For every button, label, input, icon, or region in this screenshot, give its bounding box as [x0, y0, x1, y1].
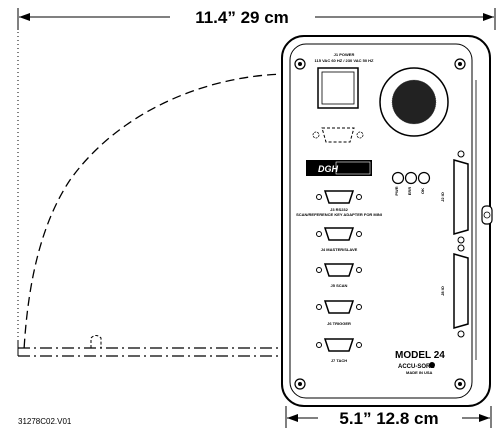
open-door-profile [17, 335, 293, 357]
db9-connector-j4 [316, 227, 362, 241]
door-swing-arc [23, 73, 291, 351]
corner-screw [454, 378, 466, 390]
power-connector [317, 67, 359, 109]
side-connector-label: J8 IO [440, 286, 445, 296]
power-label: J1 POWER [334, 52, 355, 57]
port-label: J5 SCAN [331, 283, 348, 288]
db9-connector-j6 [316, 300, 362, 314]
db9-connector-j5 [316, 263, 362, 277]
dashed-port [312, 127, 364, 143]
width-dimension: 11.4” 29 cm [17, 8, 496, 30]
port-label: J6 TRIGGER [327, 321, 351, 326]
port-label: J4 MASTER/SLAVE [321, 247, 358, 252]
db9-connector-j3 [316, 190, 362, 204]
brand-logo: DGH [306, 160, 372, 176]
model-name: MODEL 24 [395, 350, 445, 361]
depth-dimension-label: 5.1” 12.8 cm [339, 409, 438, 428]
port-label: J7 TACH [331, 358, 347, 363]
db9-connector-j7 [316, 338, 362, 352]
large-connector-lower: J8 IO [440, 244, 469, 338]
width-dimension-label: 11.4” 29 cm [195, 8, 289, 27]
indicator-label: PWR [394, 186, 399, 195]
corner-screw [294, 58, 306, 70]
indicator-label: OK [420, 188, 425, 194]
depth-dimension: 5.1” 12.8 cm [285, 406, 492, 428]
power-sublabel: 115 VAC 60 HZ / 230 VAC 50 HZ [315, 58, 375, 63]
indicator-label: ERR [407, 187, 412, 196]
port-sublabel: SCAN/REFERENCE KEY ADAPTER FOR MINI [296, 212, 382, 217]
brand-logo-text: DGH [318, 164, 339, 174]
model-label: MODEL 24 ACCU-SORB MADE IN USA [395, 350, 445, 375]
model-subname: ACCU-SORB [398, 364, 435, 370]
side-connector-label: J2 IO [440, 192, 445, 202]
speaker-grille [379, 67, 449, 137]
corner-screw [454, 58, 466, 70]
port-label: J3 RS232 [330, 207, 349, 212]
indicator-lights: PWR ERR OK [391, 171, 431, 196]
model-origin: MADE IN USA [406, 370, 433, 375]
figure-id: 31278C02.V01 [18, 417, 72, 426]
large-connector-upper: J2 IO [440, 150, 469, 244]
corner-screw [294, 378, 306, 390]
